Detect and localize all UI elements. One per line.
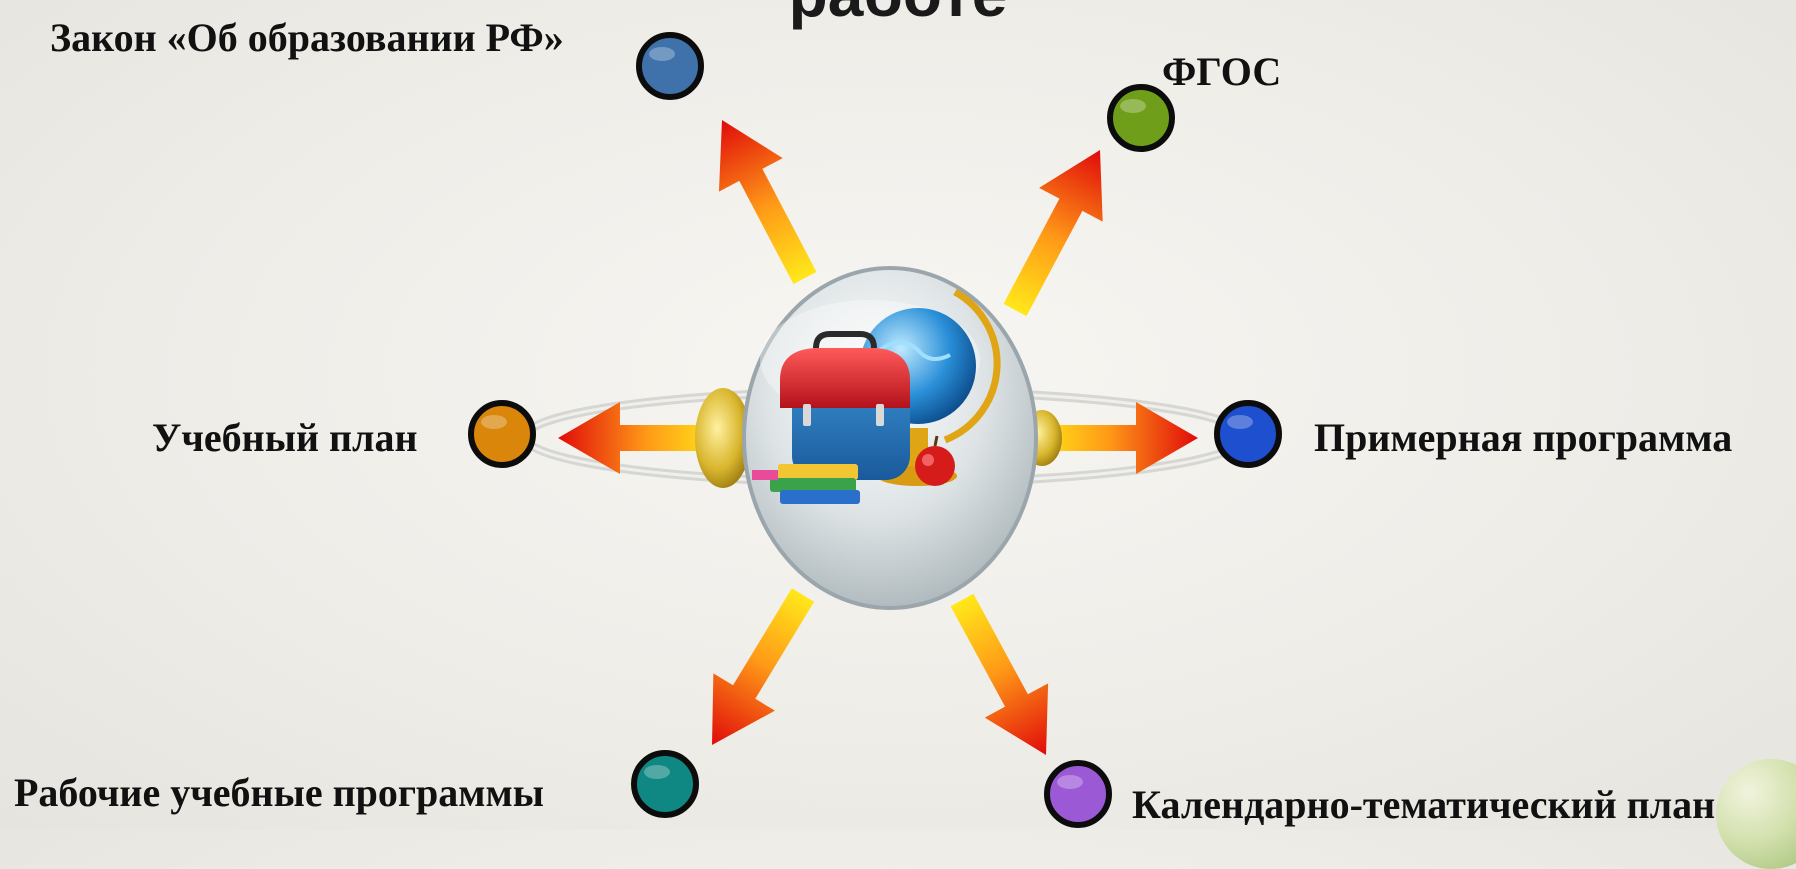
- school-supplies-icon: [742, 266, 1038, 610]
- left-gold-cap: [695, 388, 751, 488]
- arrow-to-law: [718, 120, 817, 285]
- arrow-to-curriculum: [558, 402, 720, 474]
- node-circle-curriculum: [468, 400, 536, 468]
- diagram-title: работе: [0, 0, 1796, 26]
- node-circle-calendar-plan: [1044, 760, 1112, 828]
- arrow-to-work-programs: [712, 588, 815, 745]
- node-label-law: Закон «Об образовании РФ»: [50, 15, 564, 60]
- node-circle-law: [636, 32, 704, 100]
- arrow-to-sample-program: [1035, 402, 1198, 474]
- node-circle-fgos: [1107, 84, 1175, 152]
- arrow-to-calendar-plan: [950, 593, 1049, 755]
- node-circle-work-programs: [631, 750, 699, 818]
- hub-diagram: [468, 32, 1282, 828]
- node-label-sample-program: Примерная программа: [1314, 415, 1733, 460]
- node-label-work-programs: Рабочие учебные программы: [14, 770, 544, 815]
- arrow-to-fgos: [1003, 149, 1103, 317]
- node-label-curriculum: Учебный план: [152, 415, 418, 460]
- node-circle-sample-program: [1214, 400, 1282, 468]
- node-label-calendar-plan: Календарно-тематический план: [1132, 782, 1716, 827]
- node-label-fgos: ФГОС: [1162, 49, 1282, 94]
